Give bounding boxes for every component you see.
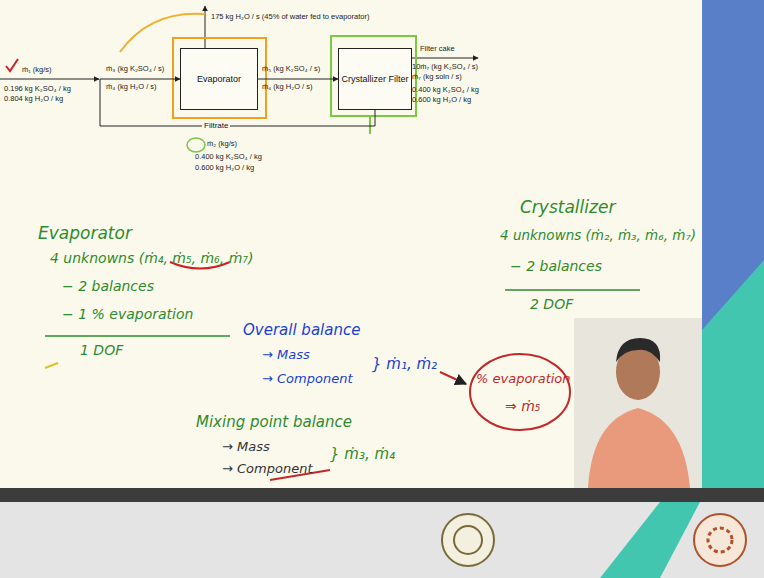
composition: 0.600 kg H₂O / kg — [195, 164, 254, 173]
logo — [708, 528, 732, 552]
hand-circle — [470, 354, 570, 430]
highlight-box — [173, 38, 266, 118]
note-line: − 2 balances — [510, 258, 602, 274]
bottom-panel — [0, 502, 764, 578]
side-wedge — [702, 260, 764, 490]
product-line — [408, 58, 478, 59]
composition: 0.400 kg K₂SO₄ / kg — [412, 86, 479, 95]
logo — [442, 514, 494, 566]
feed-line — [0, 79, 99, 80]
hand-mark — [369, 116, 371, 134]
stream-label: ṁ₅ (kg K₂SO₄ / s) — [262, 65, 320, 74]
bottom-bar — [0, 488, 764, 502]
note-line: → Component — [222, 462, 313, 477]
node-text: Crystallizer Filter — [339, 72, 410, 87]
note-result: 1 DOF — [80, 342, 123, 358]
bottom-wedge — [600, 502, 700, 578]
note-bracket: } ṁ₃, ṁ₄ — [330, 446, 395, 463]
hand-arrow — [120, 14, 205, 52]
presenter — [588, 408, 690, 488]
hand-mark — [45, 363, 58, 368]
note-line: 4 unknowns (ṁ₂, ṁ₃, ṁ₆, ṁ₇) — [500, 228, 696, 244]
hand-circle — [187, 138, 205, 152]
check-mark — [6, 59, 18, 71]
video-frame — [574, 318, 702, 488]
note-heading: Crystallizer — [520, 198, 615, 218]
stream-label: ṁ₃ (kg K₂SO₄ / s) — [106, 65, 164, 74]
note-line: → Mass — [262, 348, 310, 363]
note-bracket: } ṁ₁, ṁ₂ — [372, 356, 437, 373]
stream-name: Filter cake — [420, 45, 455, 54]
note-line: − 2 balances — [62, 278, 154, 294]
side-stripe — [702, 0, 764, 490]
note-result: 2 DOF — [530, 296, 573, 312]
logo — [454, 526, 482, 554]
process-box: Evaporator — [180, 48, 258, 110]
note-heading: Evaporator — [38, 224, 132, 244]
edge-label: Filtrate — [202, 121, 230, 130]
note-heading: Overall balance — [243, 322, 360, 339]
stream-label: ṁ₁ (kg/s) — [22, 66, 52, 75]
composition: 0.600 kg H₂O / kg — [412, 96, 471, 105]
node-text: Evaporator — [195, 72, 243, 87]
note-heading: Mixing point balance — [196, 414, 352, 431]
stream-label: ṁ₆ (kg H₂O / s) — [262, 83, 313, 92]
note-line: 4 unknowns (ṁ₄, ṁ₅, ṁ₆, ṁ₇) — [50, 250, 253, 266]
composition: 0.400 kg K₂SO₄ / kg — [195, 153, 262, 162]
note-line: − 1 % evaporation — [62, 306, 193, 322]
hand-arrow — [440, 372, 466, 384]
vapor-line — [205, 6, 206, 48]
presenter — [616, 338, 660, 362]
stream-label: ṁ₂ (kg/s) — [207, 140, 237, 149]
note-line: → Component — [262, 372, 353, 387]
sum-line — [45, 335, 230, 337]
composition: 0.196 kg K₂SO₄ / kg — [4, 85, 71, 94]
logo — [694, 514, 746, 566]
stream-label: 175 kg H₂O / s (45% of water fed to evap… — [211, 13, 369, 22]
note-line: → Mass — [222, 440, 270, 455]
stream-label: ṁ₄ (kg H₂O / s) — [106, 83, 157, 92]
stream-label: ṁ₇ (kg soln / s) — [412, 73, 462, 82]
highlight-box — [331, 36, 416, 116]
side-band — [702, 0, 764, 490]
stream-connector — [258, 79, 338, 80]
sum-line — [505, 289, 640, 291]
note-highlight: ⇒ ṁ₅ — [505, 398, 540, 414]
process-box: Crystallizer Filter — [338, 48, 412, 110]
note-highlight: % evaporation — [476, 372, 571, 387]
stream-label: 10ṁ₇ (kg K₂SO₄ / s) — [412, 63, 478, 72]
composition: 0.804 kg H₂O / kg — [4, 95, 63, 104]
